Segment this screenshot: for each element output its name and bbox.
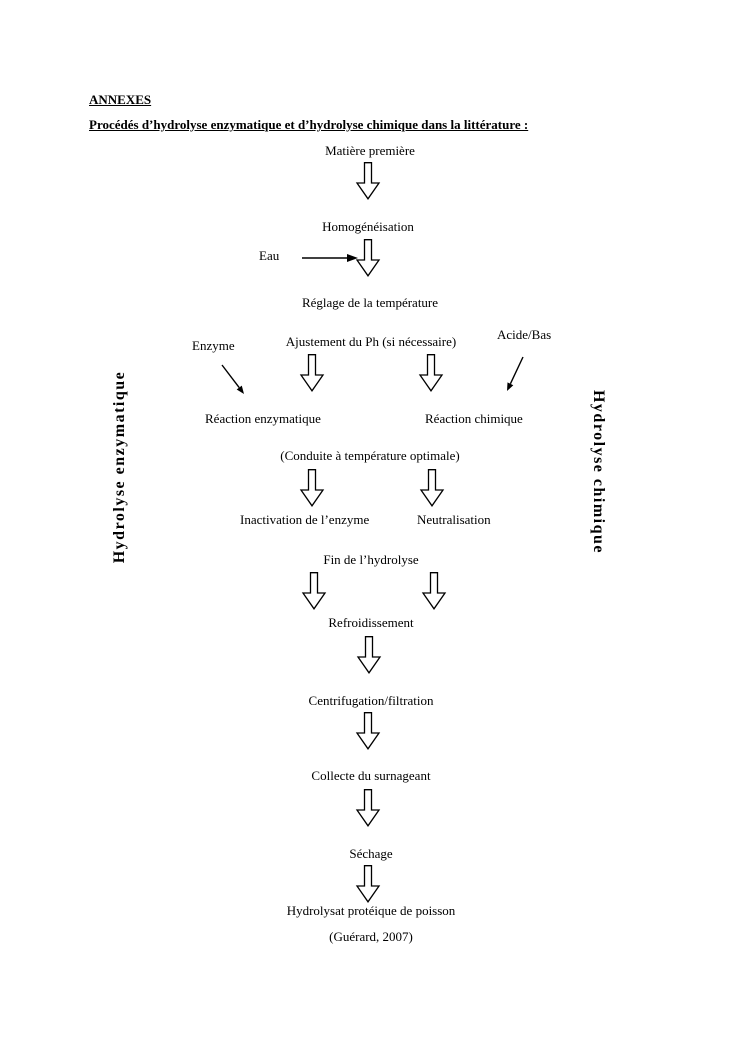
enzyme-arrow-icon bbox=[212, 360, 252, 400]
down-arrow-icon bbox=[299, 469, 325, 507]
node-reglage-temperature: Réglage de la température bbox=[301, 295, 439, 310]
eau-arrow-icon bbox=[302, 252, 360, 264]
node-conduite-temperature: (Conduite à température optimale) bbox=[280, 448, 460, 463]
page-subtitle: Procédés d’hydrolyse enzymatique et d’hy… bbox=[89, 117, 529, 132]
left-branch-label: Hydrolyse enzymatique bbox=[111, 370, 128, 564]
node-neutralisation: Neutralisation bbox=[417, 512, 491, 527]
node-refroidissement: Refroidissement bbox=[328, 615, 414, 630]
node-enzyme: Enzyme bbox=[192, 338, 235, 353]
node-inactivation-enzyme: Inactivation de l’enzyme bbox=[240, 512, 370, 527]
page-title: ANNEXES bbox=[89, 92, 152, 107]
down-arrow-icon bbox=[355, 789, 381, 827]
node-hydrolysat: Hydrolysat protéique de poisson bbox=[286, 903, 456, 918]
down-arrow-icon bbox=[355, 865, 381, 903]
node-sechage: Séchage bbox=[349, 846, 393, 861]
node-centrifugation-filtration: Centrifugation/filtration bbox=[308, 693, 434, 708]
node-fin-hydrolyse: Fin de l’hydrolyse bbox=[323, 552, 419, 567]
node-reaction-enzymatique: Réaction enzymatique bbox=[205, 411, 321, 426]
node-matiere-premiere: Matière première bbox=[325, 143, 415, 158]
down-arrow-icon bbox=[355, 162, 381, 200]
down-arrow-icon bbox=[299, 354, 325, 392]
down-arrow-icon bbox=[356, 636, 382, 674]
down-arrow-icon bbox=[419, 469, 445, 507]
node-homogeneisation: Homogénéisation bbox=[322, 219, 414, 234]
down-arrow-icon bbox=[301, 572, 327, 610]
node-ajustement-ph: Ajustement du Ph (si nécessaire) bbox=[285, 334, 457, 349]
down-arrow-icon bbox=[355, 239, 381, 277]
down-arrow-icon bbox=[421, 572, 447, 610]
node-acide-bas: Acide/Bas bbox=[497, 327, 552, 342]
acide-bas-arrow-icon bbox=[500, 352, 530, 397]
right-branch-label: Hydrolyse chimique bbox=[590, 389, 607, 555]
citation-label: (Guérard, 2007) bbox=[329, 929, 413, 944]
down-arrow-icon bbox=[355, 712, 381, 750]
down-arrow-icon bbox=[418, 354, 444, 392]
node-collecte-surnageant: Collecte du surnageant bbox=[311, 768, 431, 783]
node-eau: Eau bbox=[259, 248, 280, 263]
node-reaction-chimique: Réaction chimique bbox=[425, 411, 523, 426]
